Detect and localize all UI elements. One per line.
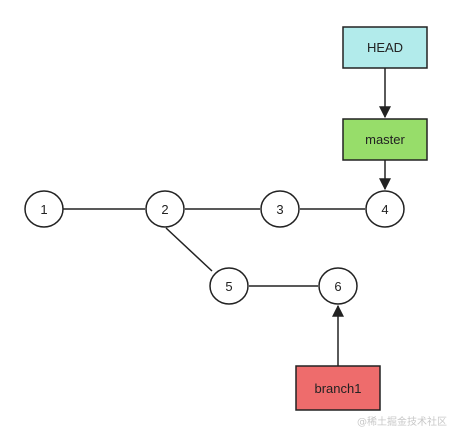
commit-node-3: 3	[260, 190, 300, 228]
ref-head-box: HEAD	[342, 26, 428, 69]
ref-master-label: master	[365, 132, 405, 147]
commit-label-6: 6	[334, 279, 341, 294]
commit-label-3: 3	[276, 202, 283, 217]
commit-node-4: 4	[365, 190, 405, 228]
ref-branch1-label: branch1	[315, 381, 362, 396]
edge-2-5	[165, 227, 213, 272]
commit-label-5: 5	[225, 279, 232, 294]
ref-branch1-box: branch1	[295, 365, 381, 411]
ref-head-label: HEAD	[367, 40, 403, 55]
watermark-text: @稀土掘金技术社区	[357, 415, 447, 428]
commit-node-1: 1	[24, 190, 64, 228]
commit-node-2: 2	[145, 190, 185, 228]
ref-master-box: master	[342, 118, 428, 161]
commit-node-6: 6	[318, 267, 358, 305]
commit-label-1: 1	[40, 202, 47, 217]
commit-label-2: 2	[161, 202, 168, 217]
commit-label-4: 4	[381, 202, 388, 217]
commit-node-5: 5	[209, 267, 249, 305]
